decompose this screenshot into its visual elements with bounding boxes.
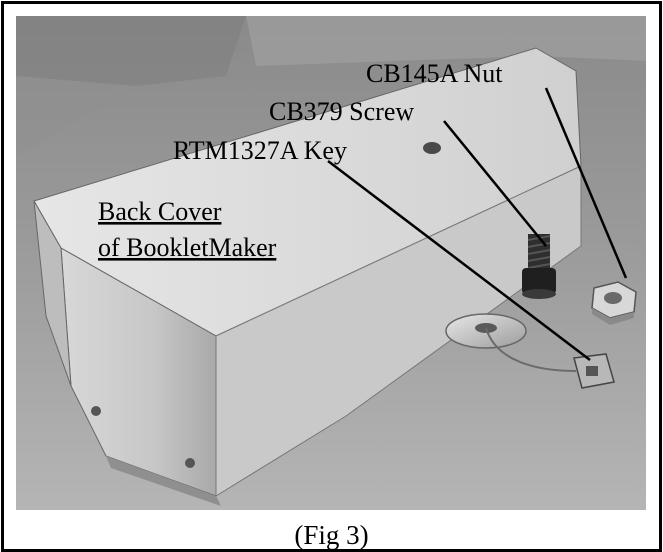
photo: CB145A Nut CB379 Screw RTM1327A Key Back… xyxy=(16,16,646,510)
back-cover-part xyxy=(33,47,582,506)
leader-lines xyxy=(327,87,628,361)
nut-part xyxy=(591,281,637,325)
back-cover-label-line2: of BookletMaker xyxy=(98,233,277,262)
screw-part xyxy=(522,234,556,299)
nut-label: CB145A Nut xyxy=(366,59,503,88)
back-cover-label-line1: Back Cover xyxy=(98,197,222,226)
key-part xyxy=(485,327,615,389)
screw-label: CB379 Screw xyxy=(269,97,414,126)
key-label: RTM1327A Key xyxy=(173,136,347,165)
figure-caption: (Fig 3) xyxy=(294,520,369,550)
